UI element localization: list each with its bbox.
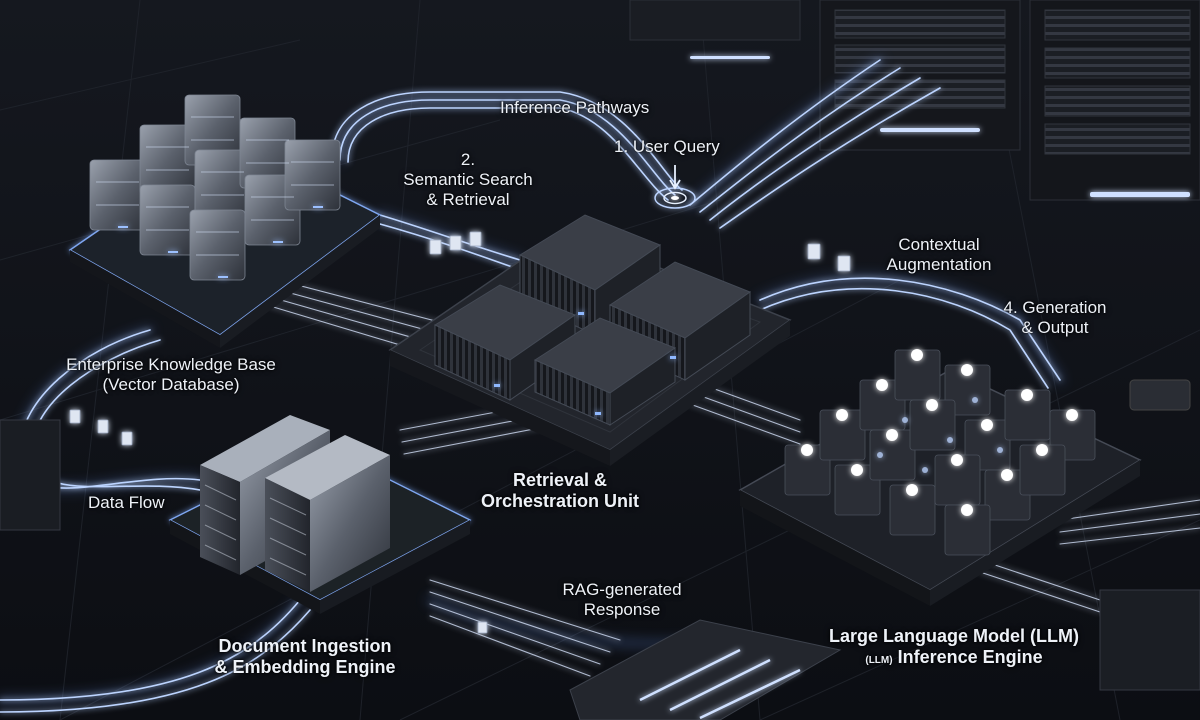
label-ingestion-line2: & Embedding Engine: [214, 657, 396, 678]
label-semantic-search-line3: & Retrieval: [426, 190, 510, 210]
label-knowledge-base-line2: (Vector Database): [102, 375, 240, 395]
user-query-node: [654, 165, 696, 209]
label-knowledge-base: Enterprise Knowledge Base (Vector Databa…: [40, 355, 302, 395]
label-llm-small: (LLM): [865, 655, 893, 667]
label-llm-line2: (LLM) Inference Engine: [818, 647, 1090, 668]
label-rag-line2: Response: [583, 600, 661, 620]
label-generation-line2: & Output: [1021, 318, 1089, 338]
orchestration-unit: [388, 214, 792, 466]
label-llm-engine: Large Language Model (LLM) (LLM) Inferen…: [818, 626, 1090, 668]
bottom-hardware: [0, 379, 1200, 720]
data-pathways: [0, 56, 1200, 713]
label-data-flow: Data Flow: [88, 493, 165, 512]
label-retrieval-line2: Orchestration Unit: [480, 491, 640, 512]
label-llm-line2-text: Inference Engine: [897, 647, 1043, 668]
label-semantic-search: 2. Semantic Search & Retrieval: [398, 150, 538, 210]
label-user-query: 1. User Query: [614, 137, 720, 156]
label-rag-line1: RAG-generated: [562, 580, 682, 599]
label-inference-pathways: Inference Pathways: [500, 98, 650, 117]
label-retrieval-unit: Retrieval & Orchestration Unit: [472, 470, 648, 512]
vector-database-module: [68, 94, 382, 348]
label-ingestion-engine: Document Ingestion & Embedding Engine: [205, 636, 405, 678]
label-knowledge-base-line1: Enterprise Knowledge Base: [66, 355, 276, 374]
ingestion-engine: [168, 415, 472, 614]
label-semantic-search-line1: 2.: [460, 150, 476, 169]
label-generation-output: 4. Generation & Output: [994, 298, 1116, 338]
label-generation-line1: 4. Generation: [1003, 298, 1107, 317]
label-ingestion-line1: Document Ingestion: [218, 636, 392, 656]
server-racks: [629, 0, 1200, 201]
llm-engine: [738, 349, 1142, 606]
label-contextual-line1: Contextual: [898, 235, 980, 254]
label-rag-response: RAG-generated Response: [560, 580, 684, 620]
document-packets: [69, 231, 851, 634]
label-retrieval-line1: Retrieval &: [512, 470, 608, 490]
label-semantic-search-line2: Semantic Search: [403, 170, 533, 190]
label-contextual-line2: Augmentation: [886, 255, 992, 275]
label-llm-line1: Large Language Model (LLM): [829, 626, 1079, 646]
label-contextual-augmentation: Contextual Augmentation: [880, 235, 998, 275]
